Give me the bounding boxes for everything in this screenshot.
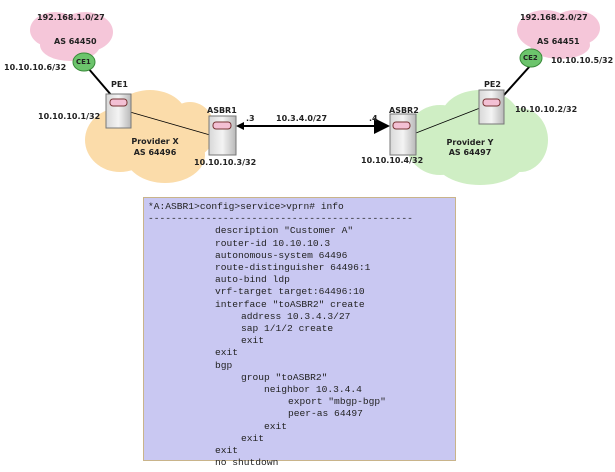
config-line: neighbor 10.3.4.4 — [264, 384, 362, 395]
pe1-router-icon — [105, 93, 132, 129]
pe1-asbr1-link — [129, 111, 211, 136]
ce1-node-icon — [72, 52, 96, 72]
config-line: route-distinguisher 64496:1 — [215, 262, 371, 273]
provider-y-name: Provider Y — [446, 138, 494, 147]
provider-x-as: AS 64496 — [133, 148, 177, 157]
config-line: peer-as 64497 — [288, 408, 363, 420]
config-prompt-line: *A:ASBR1>config>service>vprn# info — [148, 201, 344, 212]
customer-cloud-left — [30, 12, 113, 61]
config-line: no shutdown — [215, 457, 279, 469]
provider-x-name: Provider X — [131, 137, 179, 146]
ce2-node-icon — [519, 48, 543, 68]
asbr2-label: ASBR2 — [389, 106, 419, 115]
config-line: exit — [241, 432, 265, 444]
asbr2-ip-label: 10.10.10.4/32 — [361, 156, 424, 165]
right-as-label: AS 64451 — [537, 37, 580, 46]
pe2-router-icon — [478, 89, 505, 125]
config-line: bgp — [215, 359, 233, 371]
ce1-pe1-link — [87, 67, 113, 97]
asbr2-router-icon — [389, 113, 417, 156]
pe1-label: PE1 — [111, 80, 128, 89]
topology-drawing — [30, 10, 600, 185]
provider-y-cloud — [405, 90, 548, 185]
pe2-ip-label: 10.10.10.2/32 — [515, 105, 578, 114]
config-line: autonomous-system 64496 — [215, 249, 348, 261]
arrowhead-left-icon — [236, 122, 244, 130]
asbr2-pe2-link — [415, 107, 481, 134]
asbr1-router-icon — [208, 115, 237, 156]
config-line: exit — [215, 445, 239, 456]
provider-y-as: AS 64497 — [448, 148, 492, 157]
config-line: interface "toASBR2" create — [215, 298, 365, 310]
config-line: sap 1/1/2 create — [241, 323, 334, 334]
config-separator: ----------------------------------------… — [148, 469, 413, 472]
config-line: router-id 10.10.10.3 — [215, 237, 331, 249]
asbr2-link-host: .4 — [369, 114, 378, 123]
left-network-label: 192.168.1.0/27 — [37, 13, 105, 22]
pe2-ce2-link — [503, 65, 531, 96]
asbr1-link-host: .3 — [246, 114, 255, 123]
ce1-label: CE1 — [76, 58, 91, 66]
ce2-ip-label: 10.10.10.5/32 — [551, 56, 614, 65]
right-network-label: 192.168.2.0/27 — [520, 13, 588, 22]
config-output-panel: *A:ASBR1>config>service>vprn# info------… — [143, 197, 456, 472]
config-line: group "toASBR2" — [241, 371, 328, 383]
ce2-label: CE2 — [523, 54, 538, 62]
config-line: exit — [215, 347, 239, 359]
asbr1-ip-label: 10.10.10.3/32 — [194, 158, 257, 167]
ce1-ip-label: 10.10.10.6/32 — [4, 63, 67, 72]
config-line: exit — [241, 335, 265, 347]
config-line: description "Customer A" — [215, 225, 354, 237]
provider-x-cloud — [85, 90, 215, 183]
customer-cloud-right — [517, 10, 600, 59]
left-as-label: AS 64450 — [54, 37, 97, 46]
config-line: vrf-target target:64496:10 — [215, 286, 365, 298]
asbr1-label: ASBR1 — [207, 106, 237, 115]
config-line: exit — [264, 420, 288, 432]
config-line: export "mbgp-bgp" — [288, 396, 386, 408]
pe1-ip-label: 10.10.10.1/32 — [38, 112, 101, 121]
link-subnet-label: 10.3.4.0/27 — [276, 114, 328, 123]
pe2-label: PE2 — [484, 80, 501, 89]
config-line: address 10.3.4.3/27 — [241, 310, 351, 322]
config-separator: ----------------------------------------… — [148, 213, 413, 225]
config-line: auto-bind ldp — [215, 274, 290, 286]
